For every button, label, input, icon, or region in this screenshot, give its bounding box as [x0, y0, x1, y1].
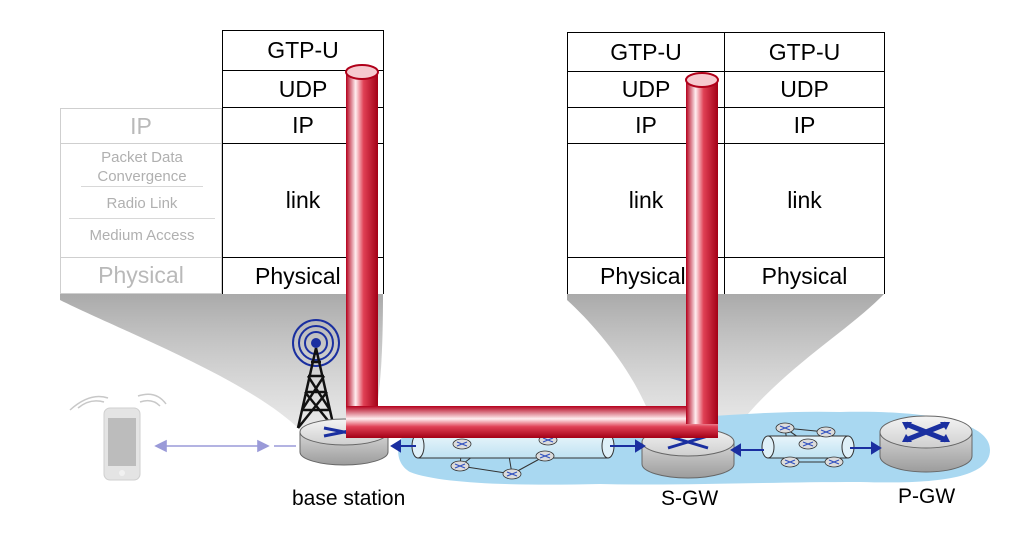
bs-ip-label: IP — [292, 112, 314, 138]
faded-physical-layer: Physical — [60, 258, 222, 294]
sgwr-gtpu-label: GTP-U — [768, 38, 841, 65]
wireless-link-arrow — [154, 439, 296, 453]
sgwl-gtpu-layer: GTP-U — [567, 32, 725, 72]
bs-udp-label: UDP — [278, 75, 328, 102]
sgwr-link-layer: link — [724, 144, 885, 258]
radio-protocol-stack: IP Packet Data Convergence Radio Link Me… — [60, 108, 222, 294]
bs-physical-label: Physical — [255, 262, 341, 289]
sgwl-ip-label: IP — [635, 112, 657, 138]
faded-link-group: Packet Data Convergence Radio Link Mediu… — [60, 144, 222, 258]
faded-ip-label: IP — [130, 112, 152, 139]
faded-physical-label: Physical — [98, 262, 184, 288]
sgwr-ip-layer: IP — [724, 108, 885, 144]
link-arrows — [390, 439, 882, 457]
faded-ip-layer: IP — [60, 108, 222, 144]
bs-gtpu-label: GTP-U — [267, 37, 339, 63]
sgwl-link-label: link — [628, 187, 664, 213]
sgw-label: S-GW — [661, 487, 719, 510]
base-station-protocol-stack: GTP-U UDP IP link Physical — [222, 30, 384, 294]
mobile-phone-icon — [69, 393, 167, 481]
faded-medium-access-label: Medium Access — [89, 227, 195, 244]
bs-gtpu-layer: GTP-U — [222, 30, 384, 71]
sgw-funnel — [567, 293, 885, 430]
sgwr-physical-layer: Physical — [724, 258, 885, 294]
sgw-right-protocol-stack: GTP-U UDP IP link Physical — [724, 32, 885, 294]
sgwr-udp-label: UDP — [780, 76, 829, 102]
faded-pdcp-label: Packet Data Convergence — [81, 148, 203, 187]
bs-link-label: link — [285, 187, 321, 213]
sgwr-ip-label: IP — [793, 112, 816, 138]
sgwl-physical-label: Physical — [600, 262, 686, 289]
sgwr-udp-layer: UDP — [724, 72, 885, 108]
antenna-tower-icon — [292, 319, 340, 429]
sgwl-gtpu-label: GTP-U — [610, 38, 682, 65]
sgwr-link-label: link — [787, 187, 822, 213]
pgw-router-icon — [879, 415, 973, 473]
faded-radio-link-label: Radio Link — [69, 194, 215, 219]
sgwr-physical-label: Physical — [761, 262, 848, 289]
base-station-label: base station — [292, 487, 406, 510]
sgwl-udp-label: UDP — [621, 76, 671, 102]
pgw-label: P-GW — [898, 485, 956, 508]
base-station-funnel — [60, 293, 383, 430]
sgwr-gtpu-layer: GTP-U — [724, 32, 885, 72]
